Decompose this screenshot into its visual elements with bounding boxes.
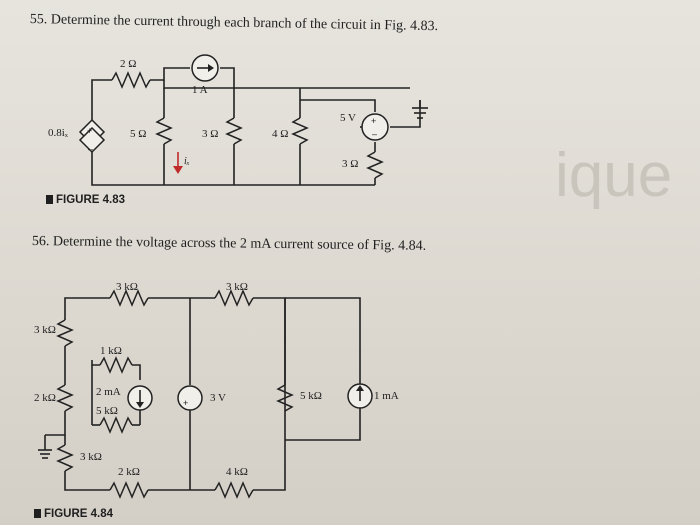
- figure-4-83-title: FIGURE 4.83: [46, 194, 125, 206]
- label-1ma: 1 mA: [374, 390, 399, 402]
- svg-text:–: –: [372, 129, 377, 139]
- label-3-ohm-a: 3 Ω: [202, 128, 219, 140]
- label-5k-mid: 5 kΩ: [96, 405, 118, 417]
- label-ix: iₓ: [184, 156, 190, 167]
- svg-text:+: +: [183, 398, 188, 408]
- label-2k-left: 2 kΩ: [34, 392, 56, 404]
- bleed-through-watermark: ique: [555, 141, 673, 210]
- figure-marker: [34, 509, 41, 518]
- label-3k-left: 3 kΩ: [34, 324, 56, 336]
- label-dependent-source: 0.8iₓ: [48, 127, 68, 139]
- figure-marker: [46, 195, 53, 204]
- label-3-ohm-b: 3 Ω: [342, 158, 359, 170]
- svg-text:+: +: [87, 126, 92, 136]
- label-2ma: 2 mA: [96, 386, 121, 398]
- label-4k: 4 kΩ: [226, 466, 248, 478]
- label-5k-right: 5 kΩ: [300, 390, 322, 402]
- figure-4-84-title: FIGURE 4.84: [34, 508, 113, 520]
- label-2-ohm: 2 Ω: [120, 58, 137, 70]
- label-1a: 1 A: [192, 84, 208, 96]
- svg-text:+: +: [371, 116, 376, 126]
- label-1k: 1 kΩ: [100, 345, 122, 357]
- label-4-ohm: 4 Ω: [272, 128, 289, 140]
- svg-text:–: –: [88, 144, 93, 154]
- label-3k-bottom: 3 kΩ: [80, 451, 102, 463]
- label-3k-top-1: 3 kΩ: [116, 281, 138, 293]
- label-5-ohm: 5 Ω: [130, 128, 147, 140]
- label-3k-top-2: 3 kΩ: [226, 281, 248, 293]
- label-3v: 3 V: [210, 392, 226, 404]
- label-5v: 5 V: [340, 112, 356, 124]
- label-2k-bottom: 2 kΩ: [118, 466, 140, 478]
